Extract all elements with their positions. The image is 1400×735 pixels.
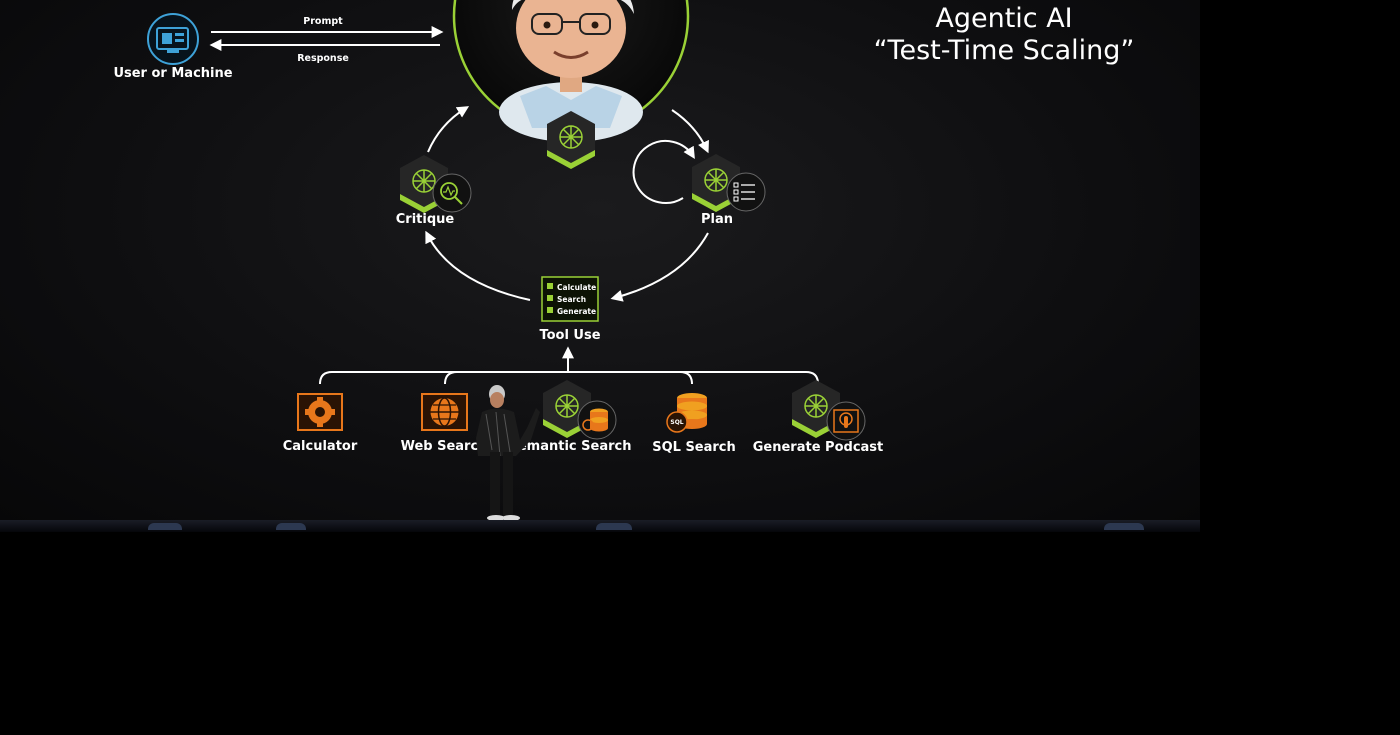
agent-to-plan-arrow [671,109,709,154]
tool-label-web-search: Web Search [401,439,488,454]
stage-light [148,523,182,530]
tool-label-generate-podcast: Generate Podcast [753,440,884,455]
sql-badge-label: SQL [670,419,683,426]
slide-title-line1: Agentic AI [935,3,1072,34]
sql-database-icon: SQL [666,393,707,433]
magnifier-icon [432,173,472,213]
tool-item-generate: Generate [557,307,596,316]
tool-to-critique-arrow [425,230,531,301]
tool-item-search: Search [557,295,586,304]
stage-light [1104,523,1144,530]
gear-icon [297,393,343,431]
tool-item-calculate: Calculate [557,283,596,292]
response-label: Response [297,53,349,64]
user-machine-icon [147,13,199,65]
globe-icon [421,393,468,431]
plan-to-tool-arrow [610,232,709,302]
database-icon [577,400,617,440]
podcast-icon [826,401,866,441]
stage-light [276,523,306,530]
critique-to-agent-arrow [427,106,470,153]
tool-list-box: Calculate Search Generate [541,276,599,322]
checklist-icon [726,172,766,212]
speaker-figure [476,385,540,521]
tool-label-calculator: Calculator [283,439,358,454]
agent-network-icon [547,111,595,169]
tool-label-sql-search: SQL Search [652,440,736,455]
agentic-ai-diagram: Agentic AI “Test-Time Scaling” User or M… [113,0,1135,521]
presentation-screen: Agentic AI “Test-Time Scaling” User or M… [0,0,1200,522]
tool-label-semantic-search: Semantic Search [509,439,632,454]
tool-use-label: Tool Use [539,328,600,343]
critique-label: Critique [396,212,455,227]
tool-tree-connector [319,346,819,385]
user-machine-label: User or Machine [113,66,232,81]
prompt-label: Prompt [303,16,343,27]
slide-title-line2: “Test-Time Scaling” [874,35,1135,66]
stage-light [596,523,632,530]
plan-self-loop-arrow [632,140,695,204]
plan-label: Plan [701,212,733,227]
